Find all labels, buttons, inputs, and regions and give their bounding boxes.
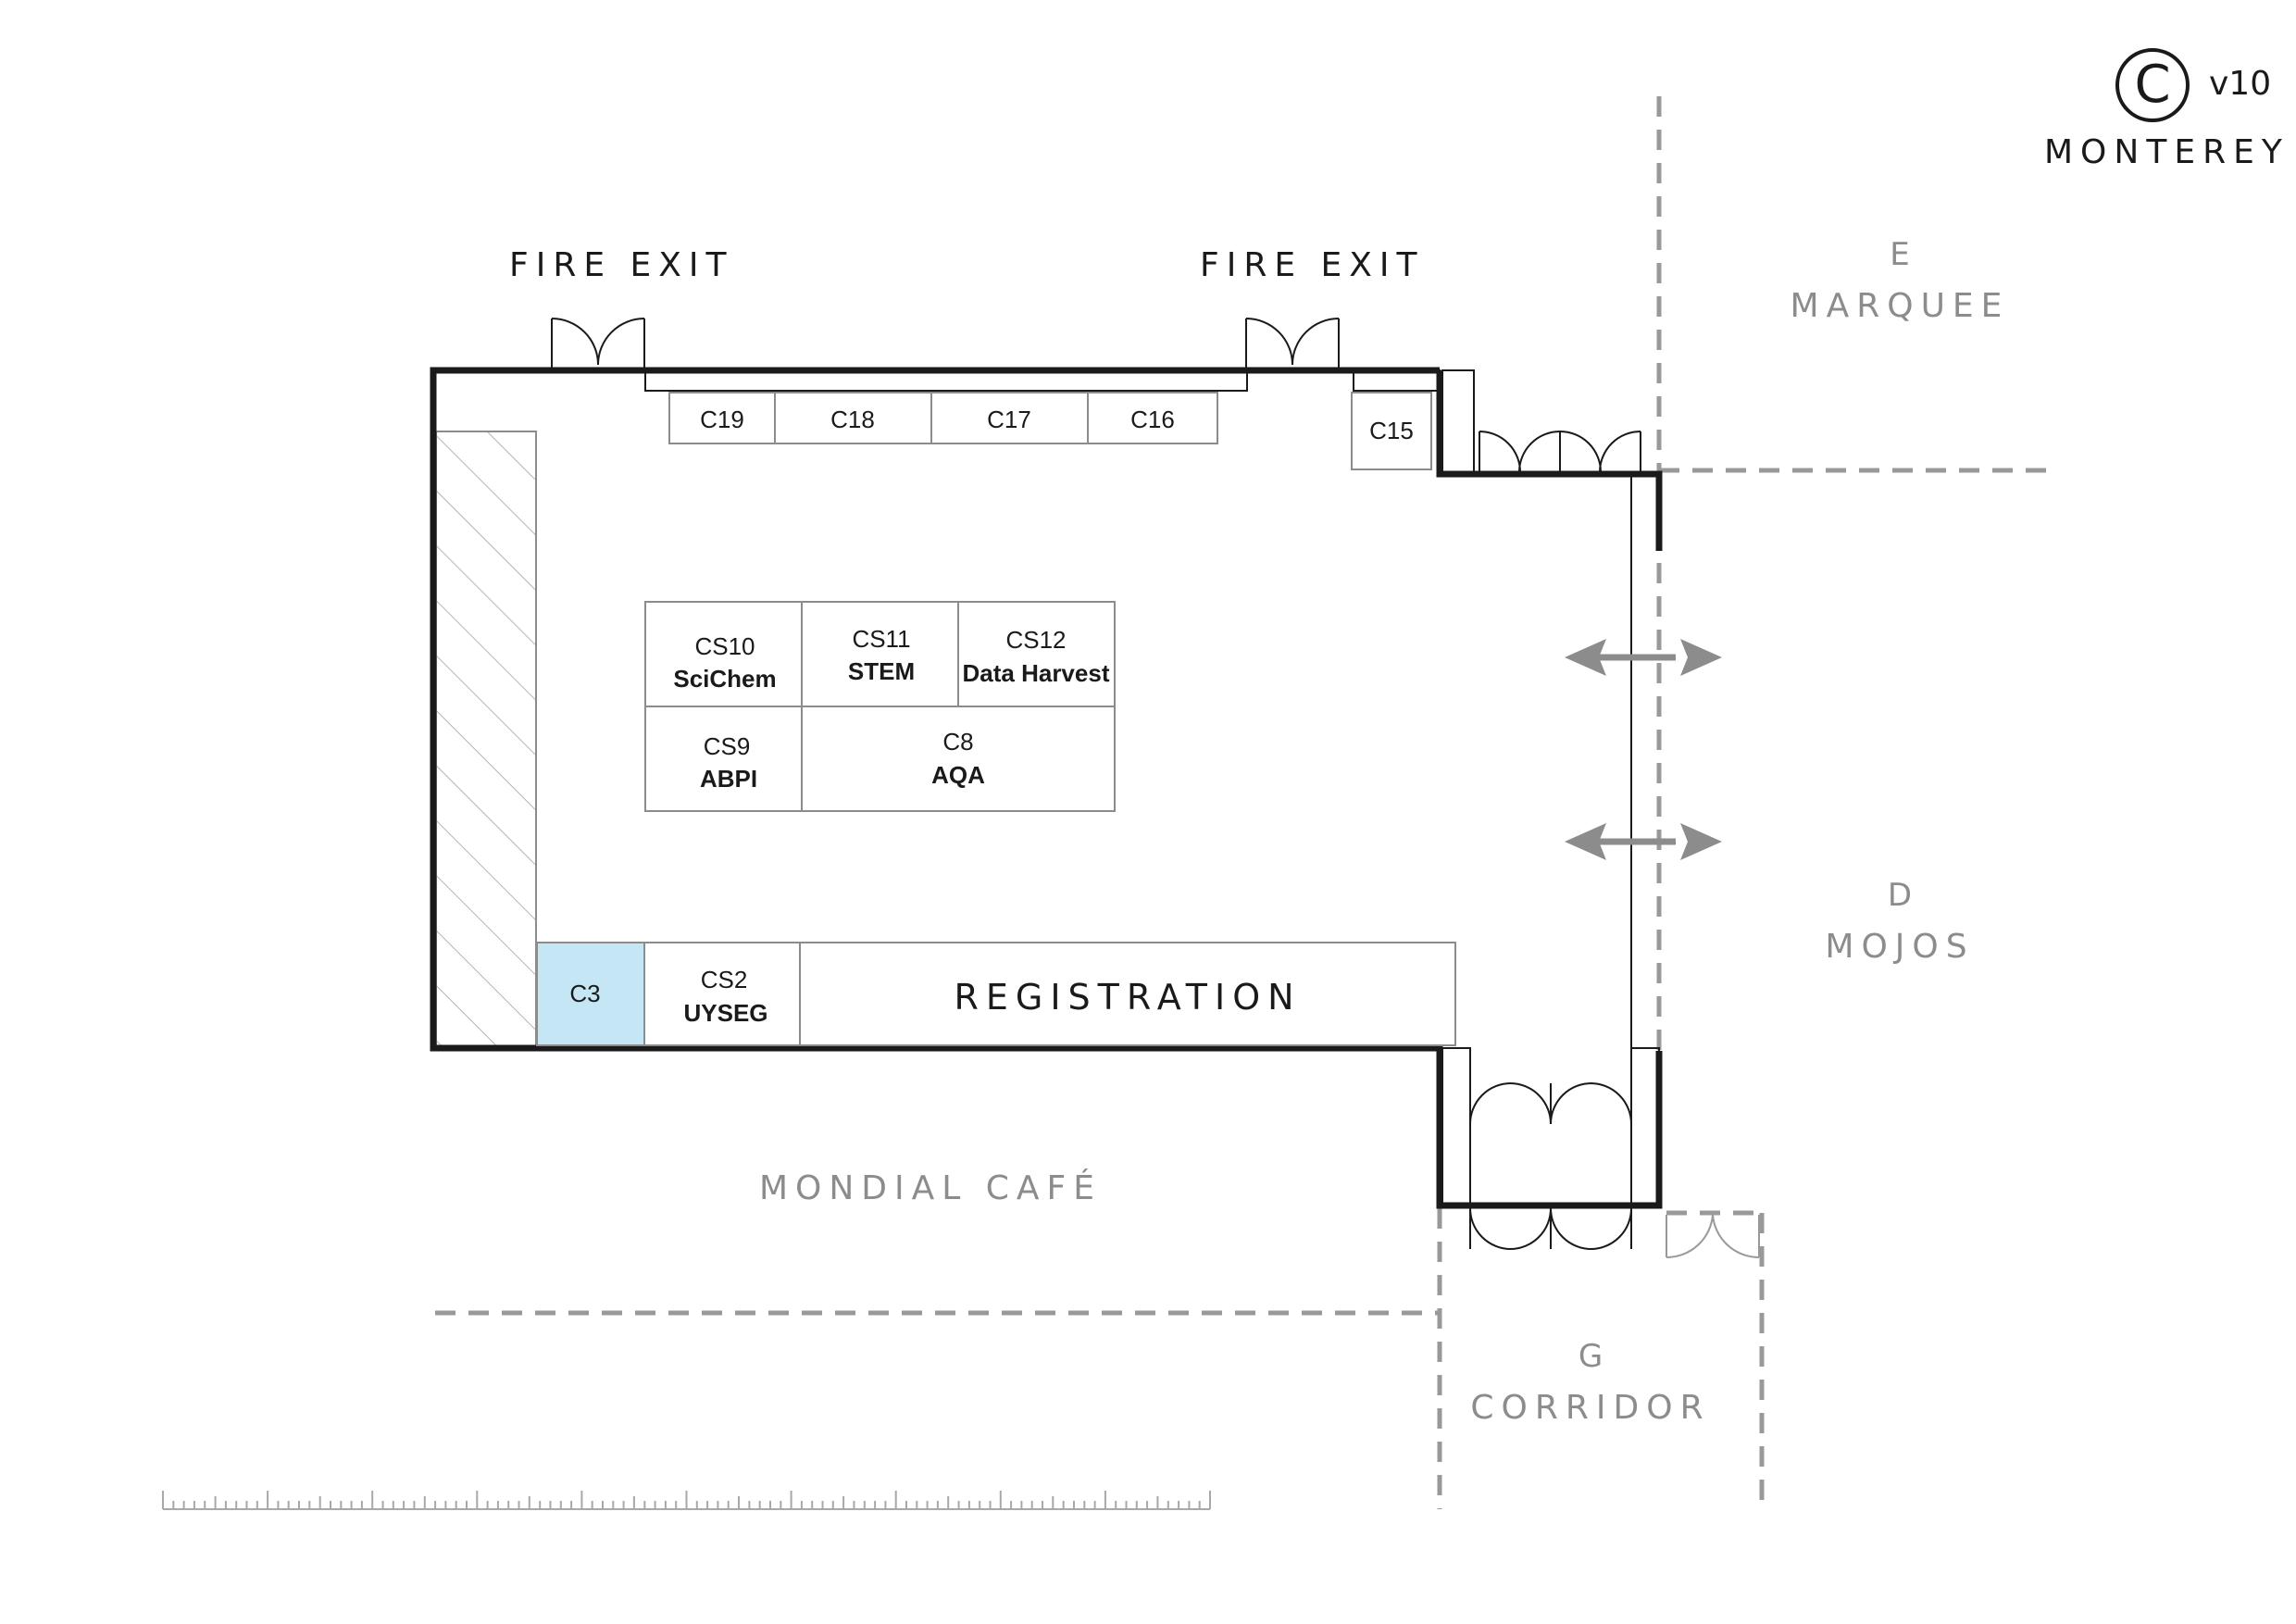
scale-bar [162,1491,1211,1510]
stand-c3[interactable] [536,942,645,1046]
connection-arrows [1565,639,1722,860]
stand-exhibitor: UYSEG [683,999,767,1027]
stand-c15[interactable] [1351,392,1432,470]
fire-exit-label-left: FIRE EXIT [509,246,734,284]
logo-letter: C [2134,55,2170,115]
stand-code: C17 [987,406,1031,433]
stand-c16[interactable] [1087,392,1218,444]
double-door-icon [1479,431,1641,473]
fire-exit-label-right: FIRE EXIT [1200,246,1425,284]
double-door-icon [1245,318,1340,368]
area-name-corridor: CORRIDOR [1470,1389,1710,1427]
central-island-stands [644,601,1116,812]
stand-exhibitor: SciChem [673,665,776,693]
stand-code: CS10 [694,632,755,660]
frame-east-jamb-bottom [1630,1047,1660,1206]
frame-top-window-left [644,369,1248,392]
area-name-cafe: MONDIAL CAFÉ [759,1168,1102,1207]
neighbour-boundaries [435,96,2046,1509]
bottom-row-stands [536,942,1456,1046]
stand-cs9[interactable] [644,706,803,812]
area-name-marquee: MARQUEE [1791,287,2010,325]
stand-exhibitor: ABPI [700,765,757,793]
stand-code: C19 [700,406,744,433]
stand-cs2[interactable] [643,942,801,1046]
double-door-icon [1666,1214,1760,1259]
logo-circle-icon [2115,48,2190,122]
door-swings [551,318,1760,1259]
frame-east-pillar-top [1441,369,1475,475]
frame-east-pillar-bottom [1441,1047,1471,1206]
top-wall-stands [668,392,1432,470]
stand-cs11[interactable] [801,601,959,707]
stand-code: C3 [569,980,600,1007]
stand-exhibitor: Data Harvest [963,659,1110,687]
double-door-icon [1469,1082,1632,1125]
stand-code: CS9 [704,732,751,760]
double-arrow-icon [1565,823,1722,860]
stand-code: C8 [942,728,973,756]
stand-code: CS11 [852,625,910,653]
frame-top-window-right [1353,369,1441,392]
stand-cs12[interactable] [957,601,1116,707]
stand-c8[interactable] [801,706,1116,812]
stand-code: C15 [1369,417,1414,444]
area-name-mojos: MOJOS [1825,928,1974,966]
area-letter-mojos: D [1888,877,1912,914]
double-arrow-icon [1565,639,1722,676]
area-letter-marquee: E [1890,236,1909,273]
hatched-wall-zone [435,431,537,1047]
stand-code: C18 [830,406,875,433]
double-door-icon [1469,1207,1632,1250]
registration-label: REGISTRATION [954,977,1301,1018]
venue-logo: C v10 MONTEREY [2044,48,2290,171]
stand-code: CS2 [701,966,748,993]
stand-cs10[interactable] [644,601,803,707]
area-letter-corridor: G [1578,1338,1603,1375]
registration-desk[interactable] [799,942,1456,1046]
stand-exhibitor: AQA [931,761,985,789]
stand-exhibitor: STEM [848,657,915,685]
double-door-icon [551,318,645,368]
stand-code: C16 [1130,406,1175,433]
plan-version: v10 [2209,65,2271,103]
stand-code: CS12 [1005,626,1066,654]
venue-name: MONTEREY [2044,133,2290,171]
stand-c18[interactable] [774,392,932,444]
